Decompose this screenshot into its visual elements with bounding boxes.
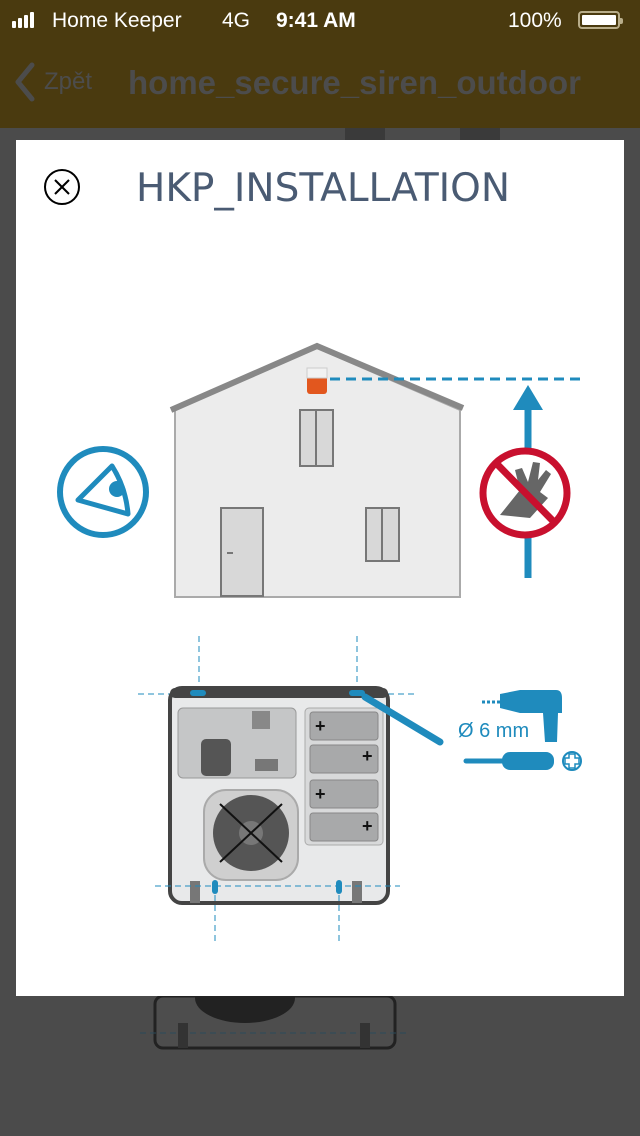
phillips-head-icon [562,751,582,771]
status-bar: Home Keeper 4G 9:41 AM 100% [0,0,640,40]
installation-illustration: + + + + [57,342,582,942]
clock: 9:41 AM [276,9,356,32]
nav-bar: Zpět home_secure_siren_outdoor [0,40,640,128]
chevron-left-icon [15,62,35,102]
page-title: home_secure_siren_outdoor [128,64,581,101]
back-button[interactable]: Zpět [14,62,92,102]
no-touch-icon [479,447,571,539]
svg-text:+: + [362,746,373,766]
eye-visibility-icon [57,446,149,538]
svg-text:+: + [315,716,326,736]
svg-text:+: + [362,816,373,836]
background-device-illustration [140,128,500,1050]
pencil-icon [361,693,444,746]
house-illustration [169,342,580,598]
svg-text:+: + [315,784,326,804]
carrier-name: Home Keeper [52,9,182,32]
drill-diameter-label: Ø 6 mm [458,720,530,742]
screwdriver-icon [463,752,554,770]
installation-modal: HKP_INSTALLATION [16,140,624,996]
battery-icon [578,11,623,29]
battery-percent: 100% [508,9,562,32]
siren-device-illustration: + + + + [138,636,418,942]
signal-icon [12,12,34,28]
close-icon[interactable] [43,168,81,206]
network-type: 4G [222,9,251,32]
back-label: Zpět [44,68,93,95]
modal-title: HKP_INSTALLATION [136,166,511,211]
drill-icon [482,690,562,742]
